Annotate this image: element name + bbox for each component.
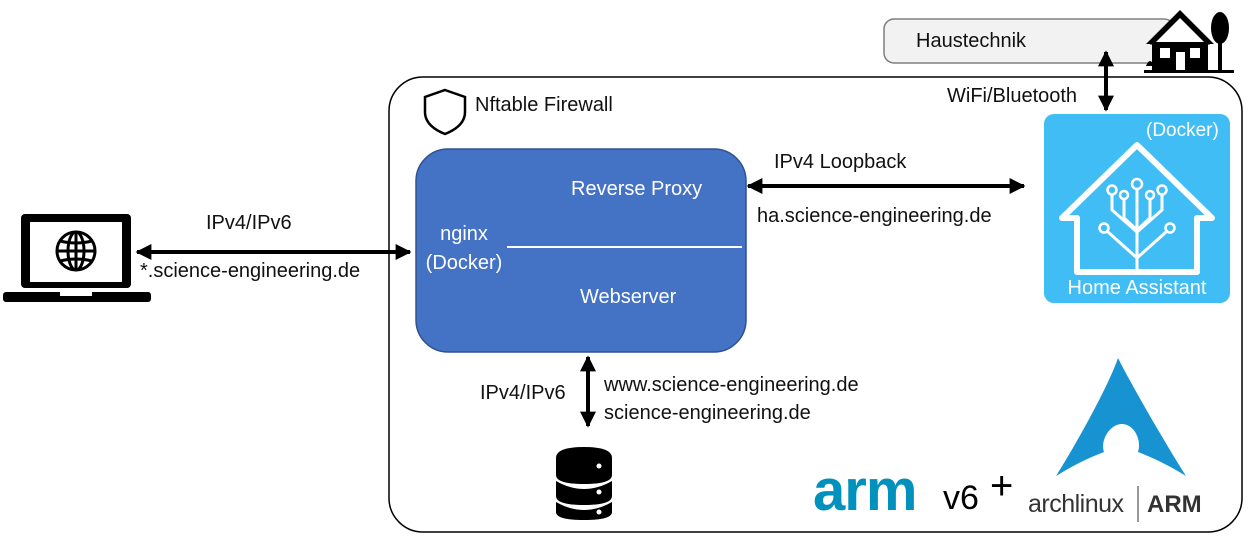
nginx-name-label: nginx [440, 223, 488, 245]
firewall-label: Nftable Firewall [475, 94, 613, 116]
nginx-docker-label: (Docker) [425, 252, 503, 274]
loopback-domain-label: ha.science-engineering.de [757, 205, 992, 227]
nginx-box [415, 148, 747, 353]
storage-domain-www-label: www.science-engineering.de [604, 374, 859, 396]
arm-version-label: v6 [943, 479, 979, 517]
house-icon [1144, 10, 1234, 73]
globe-icon [55, 230, 97, 272]
reverse-proxy-label: Reverse Proxy [571, 178, 703, 200]
loopback-protocol-label: IPv4 Loopback [774, 151, 907, 173]
database-icon [556, 447, 612, 520]
client-protocol-label: IPv4/IPv6 [206, 212, 292, 234]
archlinux-arm-suffix: ARM [1147, 491, 1202, 518]
haustechnik-label: Haustechnik [916, 30, 1027, 52]
storage-protocol-label: IPv4/IPv6 [480, 382, 566, 404]
laptop-icon [3, 214, 151, 302]
arm-logo: arm [813, 458, 917, 523]
client-domain-label: *.science-engineering.de [140, 260, 361, 282]
plus-label: + [990, 464, 1014, 508]
home-assistant-tree-icon [1106, 190, 1168, 272]
home-assistant-house-icon [1059, 142, 1215, 275]
archlinux-logo-text: archlinux [1028, 490, 1124, 518]
archlinux-logo-icon [1056, 358, 1186, 476]
storage-domain-root-label: science-engineering.de [604, 402, 811, 424]
webserver-label: Webserver [580, 286, 677, 308]
home-assistant-nodes [1098, 177, 1176, 234]
home-assistant-docker-label: (Docker) [1146, 120, 1219, 141]
shield-icon [423, 88, 467, 136]
home-assistant-name-label: Home Assistant [1067, 277, 1207, 299]
home-assistant-tile [1044, 114, 1230, 303]
wireless-label: WiFi/Bluetooth [947, 85, 1078, 107]
